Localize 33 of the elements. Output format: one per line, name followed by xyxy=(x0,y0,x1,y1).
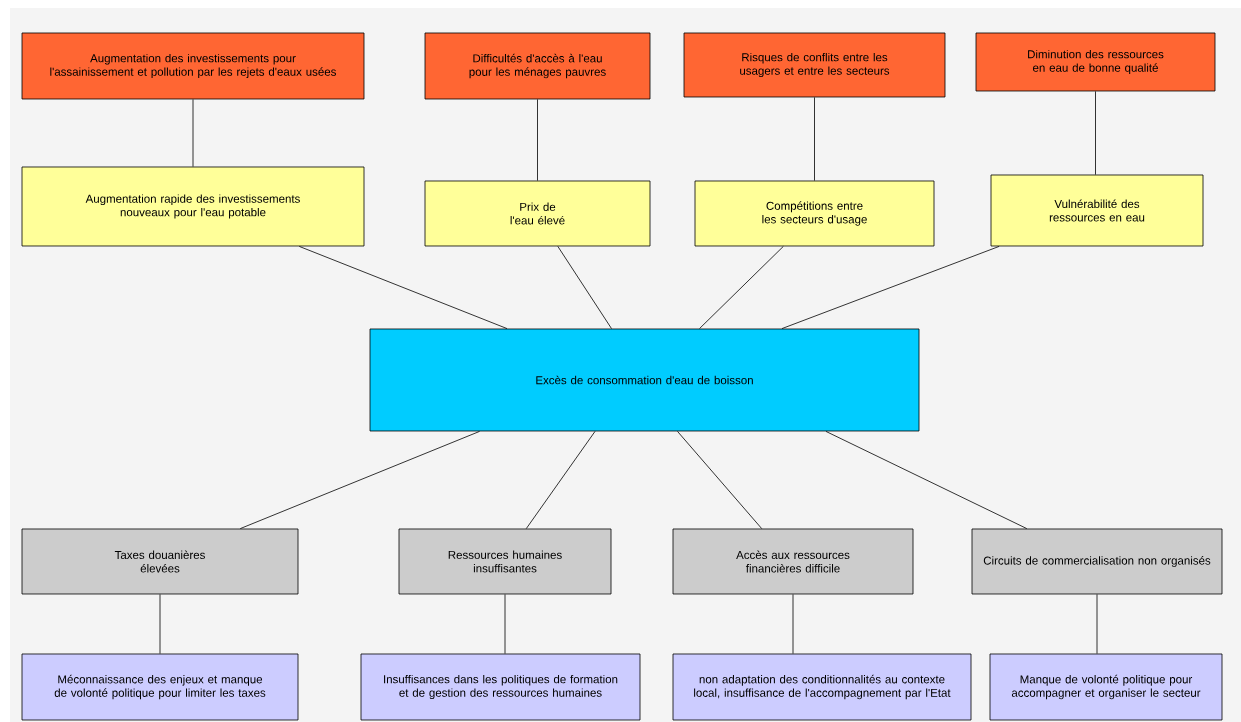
connector-line xyxy=(825,431,1028,529)
effect-box: Prix de l'eau élevé xyxy=(424,180,651,247)
connector-line xyxy=(239,431,480,529)
connector-line xyxy=(677,431,763,529)
connector-line xyxy=(298,246,508,329)
connector-line xyxy=(504,594,506,654)
connector-line xyxy=(792,594,794,654)
connector-line xyxy=(525,431,596,529)
problem-box: Excès de consommation d'eau de boisson xyxy=(369,328,920,432)
cause-box: Méconnaissance des enjeux et manque de volonté politique pour limiter les taxes xyxy=(21,653,299,721)
cause-box: Taxes douanières élevées xyxy=(21,528,299,595)
effect-box: Augmentation rapide des investissements nouveaux pour l'eau potable xyxy=(21,166,365,247)
connector-line xyxy=(814,97,815,181)
cause-box: Circuits de commercialisation non organisés xyxy=(971,528,1223,595)
effect-box: Vulnérabilité des ressources en eau xyxy=(990,174,1204,247)
cause-box: Insuffisances dans les politiques de formation et de gestion des ressources humaines xyxy=(360,653,641,721)
effect-box: Difficultés d'accès à l'eau pour les ménages pauvres xyxy=(424,32,651,100)
connector-line xyxy=(1095,91,1096,175)
connector-line xyxy=(537,99,538,181)
connector-line xyxy=(159,594,161,654)
cause-box: Accès aux ressources financières difficile xyxy=(672,528,914,595)
effect-box: Augmentation des investissements pour l'assainissement et pollution par les rejets d'eaux usées xyxy=(21,32,365,100)
connector-line xyxy=(1096,594,1098,654)
connector-line xyxy=(557,246,612,329)
cause-box: Manque de volonté politique pour accompagner et organiser le secteur xyxy=(989,653,1223,721)
effect-box: Risques de conflits entre les usagers et entre les secteurs xyxy=(683,32,946,98)
effect-box: Diminution des ressources en eau de bonne qualité xyxy=(975,32,1216,92)
effect-box: Compétitions entre les secteurs d'usage xyxy=(694,180,935,247)
cause-box: non adaptation des conditionnalités au contexte local, insuffisance de l'accompagnement par l'Etat xyxy=(672,653,972,721)
connector-line xyxy=(699,246,784,329)
connector-line xyxy=(192,99,194,167)
connector-line xyxy=(781,246,1000,329)
cause-box: Ressources humaines insuffisantes xyxy=(398,528,612,595)
